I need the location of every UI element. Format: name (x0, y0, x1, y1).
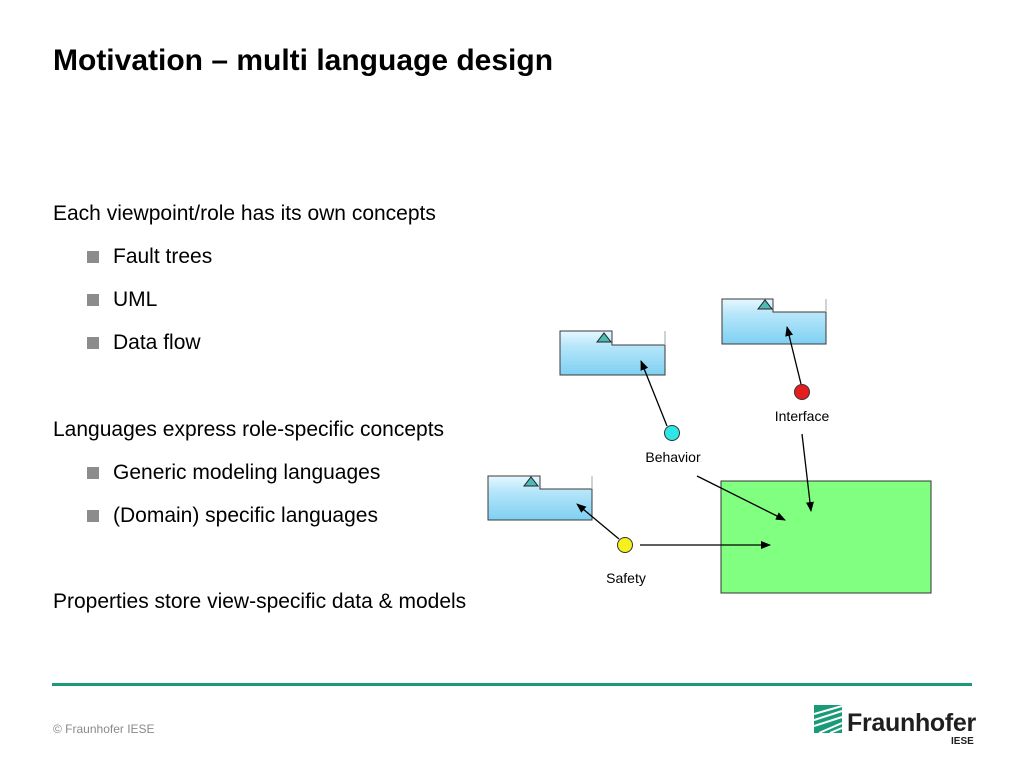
bullet-item-label: Generic modeling languages (113, 461, 381, 484)
arrow-behavior-to-component (696, 475, 786, 521)
footer-divider (52, 683, 972, 686)
copyright-text: © Fraunhofer IESE (53, 722, 155, 736)
behavior-port (664, 425, 680, 441)
interface-port (794, 384, 810, 400)
view-box-safety (487, 475, 593, 521)
bullet-item-uml: UML (87, 288, 157, 312)
bullet-square-icon (87, 467, 99, 479)
bullet-item-fault-trees: Fault trees (87, 245, 212, 269)
behavior-label: Behavior (645, 449, 701, 465)
bullet-item-generic-languages: Generic modeling languages (87, 461, 380, 485)
section-heading-properties: Properties store view-specific data & mo… (53, 590, 467, 613)
bullet-item-label: Fault trees (113, 245, 213, 268)
safety-label: Safety (606, 570, 646, 586)
fraunhofer-mark-icon (814, 705, 843, 734)
view-box-behavior (559, 330, 666, 376)
interface-label: Interface (775, 408, 830, 424)
bullet-square-icon (87, 251, 99, 263)
bullet-item-label: (Domain) specific languages (113, 504, 378, 527)
view-box-interface (721, 298, 827, 345)
bullet-square-icon (87, 294, 99, 306)
bullet-square-icon (87, 510, 99, 522)
bullet-item-domain-languages: (Domain) specific languages (87, 504, 378, 528)
component-block (720, 480, 932, 594)
arrow-behavior-to-view (640, 360, 668, 427)
slide-title: Motivation – multi language design (53, 44, 554, 77)
bullet-square-icon (87, 337, 99, 349)
logo-subtext: IESE (951, 736, 974, 747)
safety-port (617, 537, 633, 553)
section-heading-viewpoints: Each viewpoint/role has its own concepts (53, 202, 436, 225)
section-heading-languages: Languages express role-specific concepts (53, 418, 445, 441)
bullet-item-label: UML (113, 288, 158, 311)
arrow-interface-to-component (801, 433, 814, 512)
fraunhofer-logo: Fraunhofer IESE (814, 705, 976, 751)
logo-wordmark: Fraunhofer (847, 709, 976, 737)
bullet-item-label: Data flow (113, 331, 201, 354)
arrow-interface-to-view (785, 326, 802, 385)
bullet-item-data-flow: Data flow (87, 331, 201, 355)
arrow-safety-to-view (576, 503, 620, 540)
